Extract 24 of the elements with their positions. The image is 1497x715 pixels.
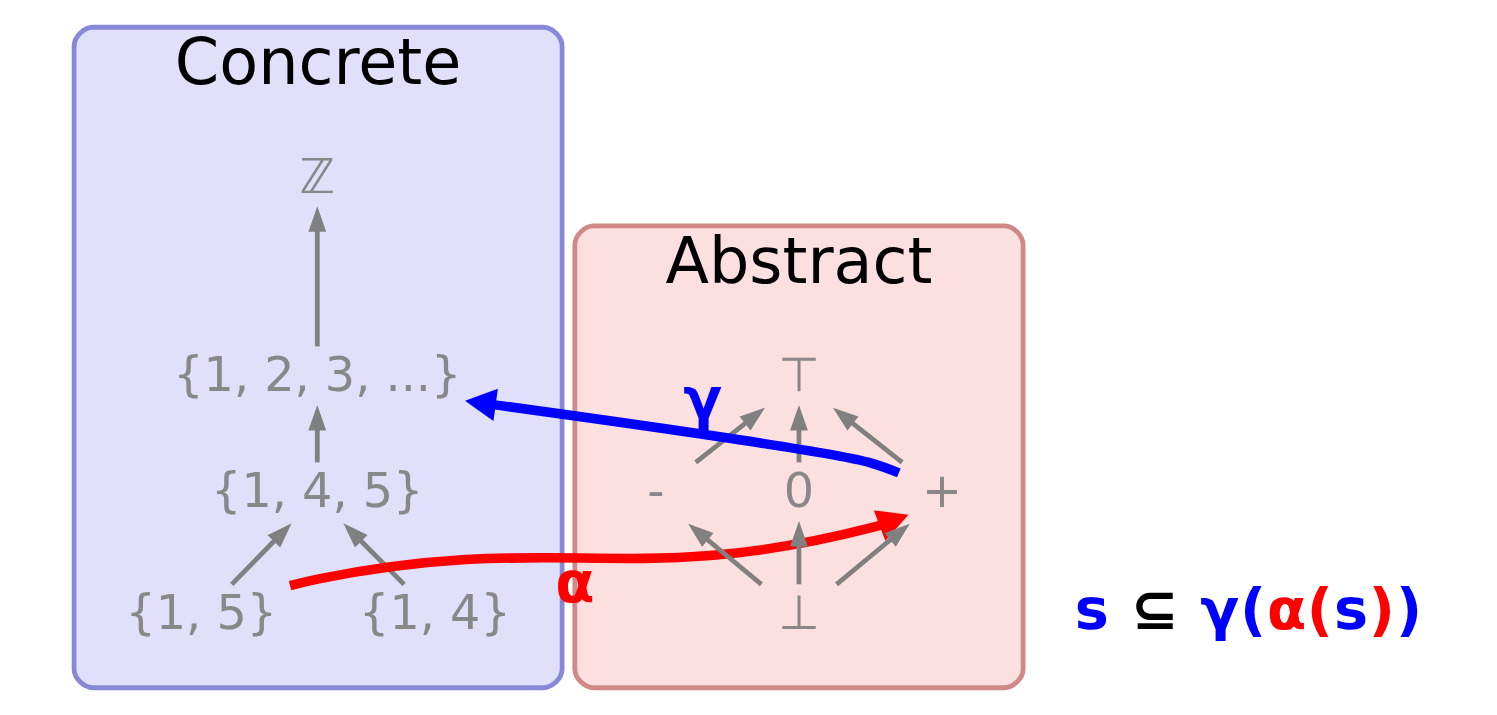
- arrow: [835, 523, 910, 587]
- arrow: [343, 523, 406, 586]
- node-text: ⊤: [778, 347, 820, 403]
- node-text: {1, 2, 3, ...}: [173, 347, 462, 403]
- arrow: [790, 405, 808, 463]
- node-text: {1, 4, 5}: [211, 463, 424, 519]
- label: s ⊆ γ(α(s)): [1074, 576, 1423, 643]
- node-text: ⊥: [778, 584, 820, 640]
- arrow: [288, 510, 909, 591]
- arrow: [230, 523, 292, 586]
- arrow: [688, 523, 763, 587]
- arrow: [465, 388, 901, 478]
- node-text: {1, 5}: [125, 584, 278, 640]
- node-text: ℤ: [299, 148, 336, 204]
- arrow: [694, 407, 765, 465]
- node-text: 0: [783, 463, 815, 519]
- arrow: [308, 206, 327, 347]
- node-text: {1, 4}: [359, 584, 511, 640]
- arrow: [308, 405, 327, 463]
- node-text: -: [647, 463, 665, 519]
- arrow: [790, 521, 808, 585]
- node-text: +: [922, 463, 963, 519]
- arrow: [832, 407, 904, 465]
- edge-label: γ: [683, 364, 723, 431]
